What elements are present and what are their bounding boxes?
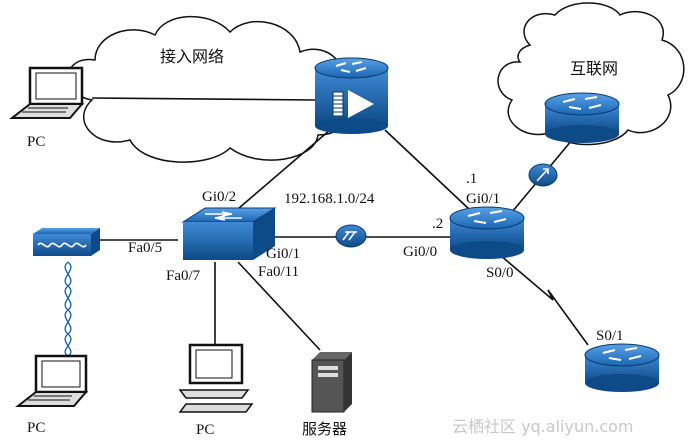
link-firewall-switch: [224, 129, 331, 221]
laptop-icon: [15, 354, 89, 407]
access-network-label: 接入网络: [160, 47, 224, 66]
router-gi01-label: Gi0/1: [466, 191, 500, 207]
link-switch-server: [237, 261, 321, 351]
laptop-icon: [9, 66, 85, 119]
switch-gi01-label: Gi0/1: [266, 246, 300, 262]
router-icon: [544, 92, 620, 143]
serial-link: [499, 254, 589, 346]
router-s00-label: S0/0: [486, 265, 514, 281]
server-label: 服务器: [302, 420, 347, 438]
switch-icon: [181, 207, 277, 260]
link-arrows-icon: [335, 224, 367, 248]
watermark: 云栖社区 yq.aliyun.com: [452, 417, 634, 436]
pc-label-bottom: PC: [196, 422, 214, 438]
router-gi00-label: Gi0/0: [403, 244, 437, 260]
switch-gi02-label: Gi0/2: [202, 189, 236, 205]
link-arrows-icon: [528, 163, 558, 187]
firewall-router-icon: [314, 57, 389, 134]
pc-label-top: PC: [27, 134, 45, 150]
router-icon: [449, 206, 525, 259]
internet-label: 互联网: [570, 59, 618, 78]
server-icon: [311, 352, 352, 413]
link-pc-firewall: [91, 97, 316, 101]
switch-fa07-label: Fa0/7: [166, 268, 201, 284]
internet-cloud: [497, 2, 685, 146]
switch-fa011-label: Fa0/11: [258, 264, 299, 280]
wireless-ap-icon: [33, 228, 100, 256]
router-icon: [584, 343, 660, 392]
subnet-label: 192.168.1.0/24: [284, 191, 375, 207]
pc-label-left: PC: [27, 420, 45, 436]
router2-s01-label: S0/1: [596, 328, 624, 344]
router-ip1-label: .1: [466, 171, 477, 187]
desktop-pc-icon: [178, 343, 254, 413]
wireless-signal: [64, 261, 72, 357]
access-network-cloud: [67, 15, 350, 163]
link-firewall-router: [384, 129, 471, 211]
switch-fa05-label: Fa0/5: [128, 240, 162, 256]
router-ip2-label: .2: [432, 216, 443, 232]
